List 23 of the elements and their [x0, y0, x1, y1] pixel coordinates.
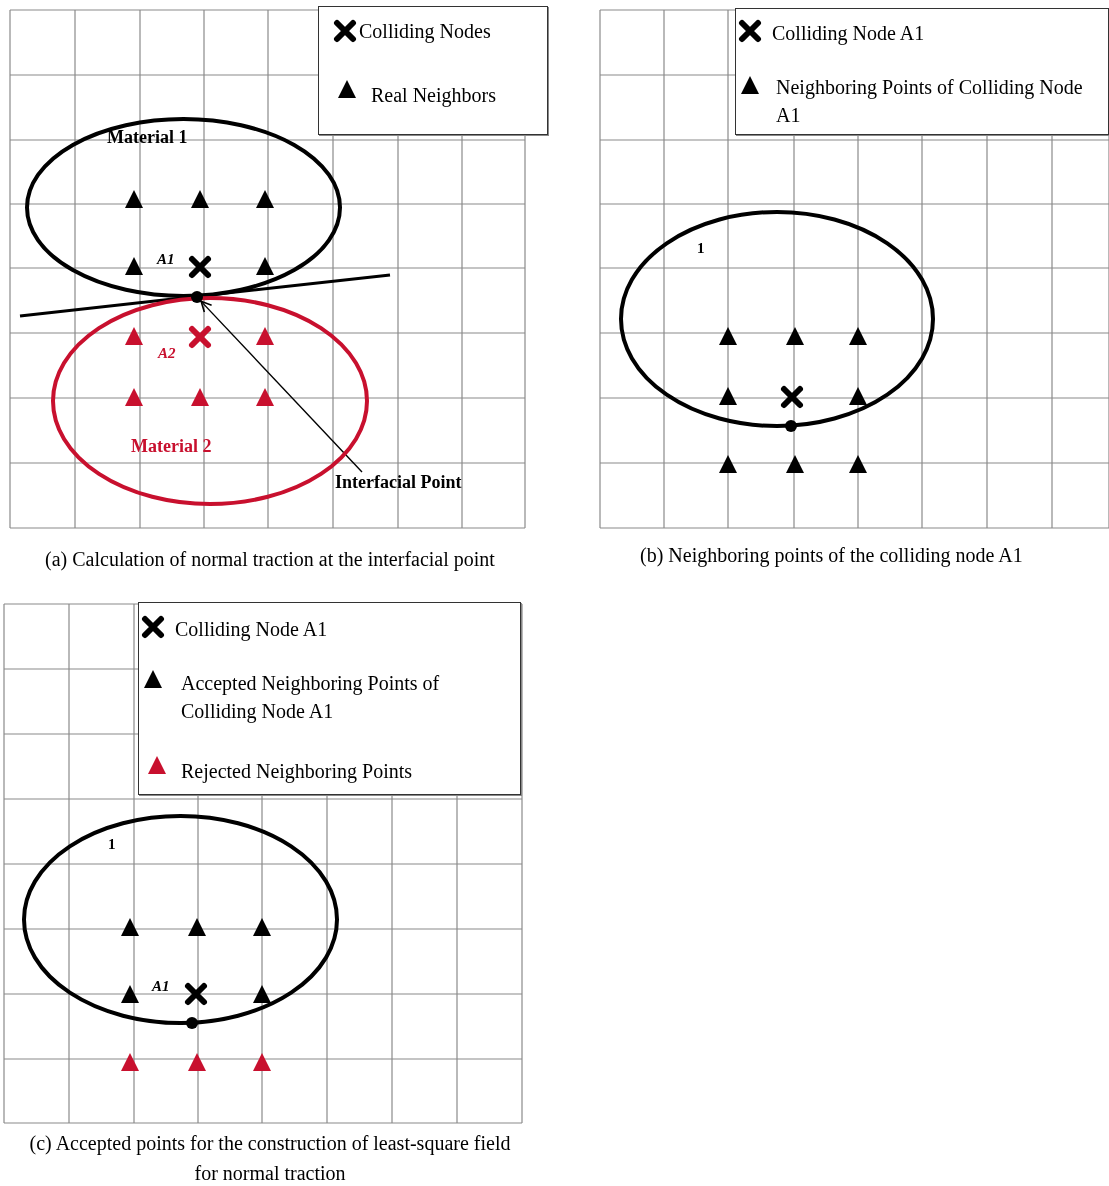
- figure-caption: (b) Neighboring points of the colliding node A1: [640, 544, 1023, 567]
- legend-text: Accepted Neighboring Points of Colliding Node A1: [181, 671, 441, 725]
- node-label: A1: [157, 251, 175, 268]
- callout-label: Interfacial Point: [335, 472, 489, 496]
- region-label: 1: [697, 240, 705, 257]
- figure-caption: (a) Calculation of normal traction at the interfacial point: [44, 547, 496, 573]
- leader-line: [200, 300, 363, 473]
- region-ellipse: [22, 814, 339, 1025]
- legend-text: Rejected Neighboring Points: [181, 759, 414, 785]
- node-label: A2: [158, 345, 176, 362]
- node-label: A1: [152, 978, 170, 995]
- region-label: 1: [108, 836, 116, 853]
- region-label: Material 2: [131, 436, 212, 457]
- region-ellipse: [619, 210, 935, 428]
- material-ellipse: [25, 117, 342, 298]
- legend-text: Neighboring Points of Colliding Node A1: [776, 75, 1084, 128]
- legend-text: Colliding Node A1: [175, 617, 329, 643]
- legend-text: Colliding Node A1: [772, 21, 926, 47]
- figure-caption: (c) Accepted points for the construction of least-square field for normal traction: [28, 1131, 512, 1186]
- interfacial-point-dot: [191, 291, 203, 303]
- legend-text: Real Neighbors: [371, 83, 497, 109]
- legend-text: Colliding Nodes: [359, 19, 492, 45]
- region-label: Material 1: [107, 127, 188, 148]
